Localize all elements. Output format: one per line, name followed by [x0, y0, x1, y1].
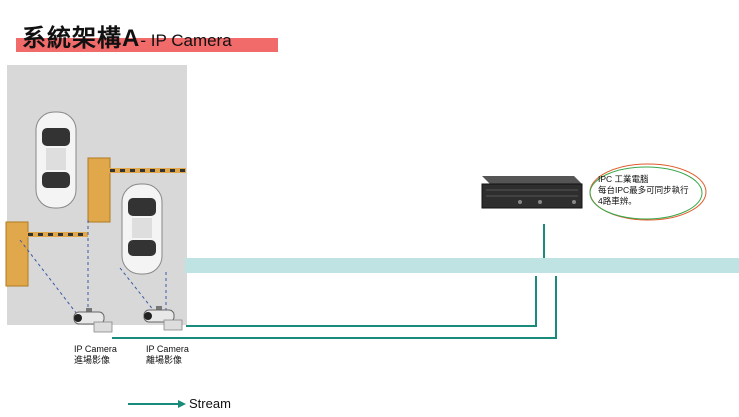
- legend-label: Stream: [189, 396, 231, 411]
- ipc-computer-icon: [482, 176, 582, 208]
- ipc-callout-line1: IPC 工業電腦: [598, 174, 689, 185]
- network-backbone: [185, 258, 739, 273]
- camera-exit-name: IP Camera: [146, 344, 189, 355]
- camera-exit-desc: 離場影像: [146, 355, 189, 366]
- camera-entry-desc: 進場影像: [74, 355, 117, 366]
- camera-icon: [144, 306, 182, 330]
- camera-icon: [74, 308, 112, 332]
- stream-line-camera2: [186, 276, 536, 326]
- stream-legend-arrow: [128, 400, 186, 408]
- ipc-callout-line2: 每台IPC最多可同步執行: [598, 185, 689, 196]
- camera-view-line: [20, 240, 80, 318]
- barrier-gate-entry: [6, 222, 88, 286]
- camera-entry-label: IP Camera 進場影像: [74, 344, 117, 366]
- car-top: [36, 112, 76, 208]
- camera-exit-label: IP Camera 離場影像: [146, 344, 189, 366]
- camera-entry-name: IP Camera: [74, 344, 117, 355]
- camera-view-line: [120, 268, 158, 316]
- car-bottom: [122, 184, 162, 274]
- ipc-callout: IPC 工業電腦 每台IPC最多可同步執行 4路車辨。: [598, 174, 689, 207]
- ipc-callout-line3: 4路車辨。: [598, 196, 689, 207]
